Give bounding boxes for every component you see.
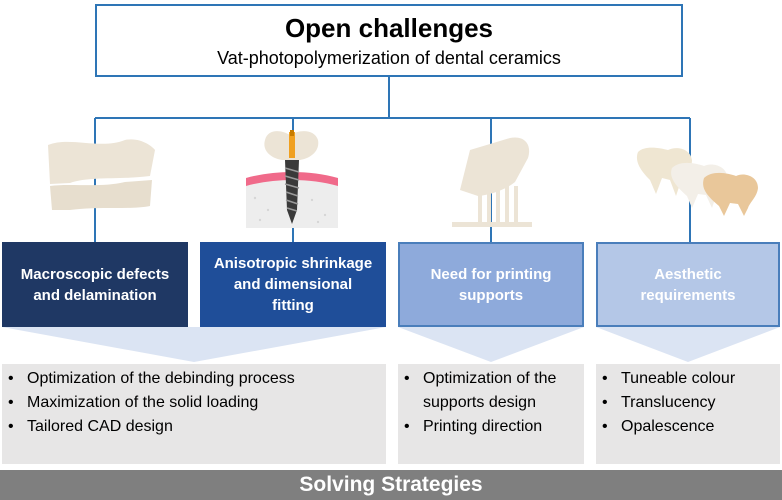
delaminated-block-icon: [48, 139, 155, 210]
challenge-label: Macroscopic defects: [20, 265, 170, 283]
challenge-label: requirements: [640, 286, 736, 304]
challenge-label: fitting: [272, 297, 314, 314]
title-box: Open challenges Vat-photopolymerization …: [95, 4, 683, 77]
printed-support-icon: [452, 137, 532, 227]
list-item: Opalescence: [596, 415, 780, 439]
strategy-panel-1: Optimization of the debinding process Ma…: [2, 364, 386, 464]
arrow-group3: [596, 327, 780, 362]
solving-strategies-bar: Solving Strategies: [0, 470, 782, 500]
challenge-label: and dimensional: [233, 276, 353, 293]
flow-arrows: [2, 327, 780, 362]
challenge-label: supports: [458, 286, 524, 304]
challenge-box-supports: Need for printing supports: [398, 242, 584, 327]
strategy-panel-3: Tuneable colour Translucency Opalescence: [596, 364, 780, 464]
challenge-label: and delamination: [33, 286, 157, 304]
challenge-label: Anisotropic shrinkage: [213, 255, 373, 272]
challenge-label: Aesthetic: [654, 265, 722, 283]
challenge-box-shrinkage: Anisotropic shrinkage and dimensional fi…: [200, 242, 386, 327]
list-item: Optimization of the supports design: [398, 367, 584, 415]
list-item: Translucency: [596, 391, 780, 415]
strategy-panel-2: Optimization of the supports design Prin…: [398, 364, 584, 464]
connector-lines: [94, 77, 691, 242]
list-item: Maximization of the solid loading: [2, 391, 386, 415]
page-subtitle: Vat-photopolymerization of dental cerami…: [217, 48, 561, 68]
list-item: Optimization of the debinding process: [2, 367, 386, 391]
list-item: Tuneable colour: [596, 367, 780, 391]
dental-implant-icon: [246, 130, 338, 228]
arrow-group1: [2, 327, 386, 362]
list-item: Tailored CAD design: [2, 415, 386, 439]
arrow-group2: [398, 327, 584, 362]
challenge-box-defects: Macroscopic defects and delamination: [2, 242, 188, 327]
challenge-label: Need for printing: [430, 265, 552, 283]
teeth-shades-icon: [636, 147, 758, 216]
list-item: Printing direction: [398, 415, 584, 439]
page-title: Open challenges: [284, 13, 494, 43]
challenge-box-aesthetic: Aesthetic requirements: [596, 242, 780, 327]
